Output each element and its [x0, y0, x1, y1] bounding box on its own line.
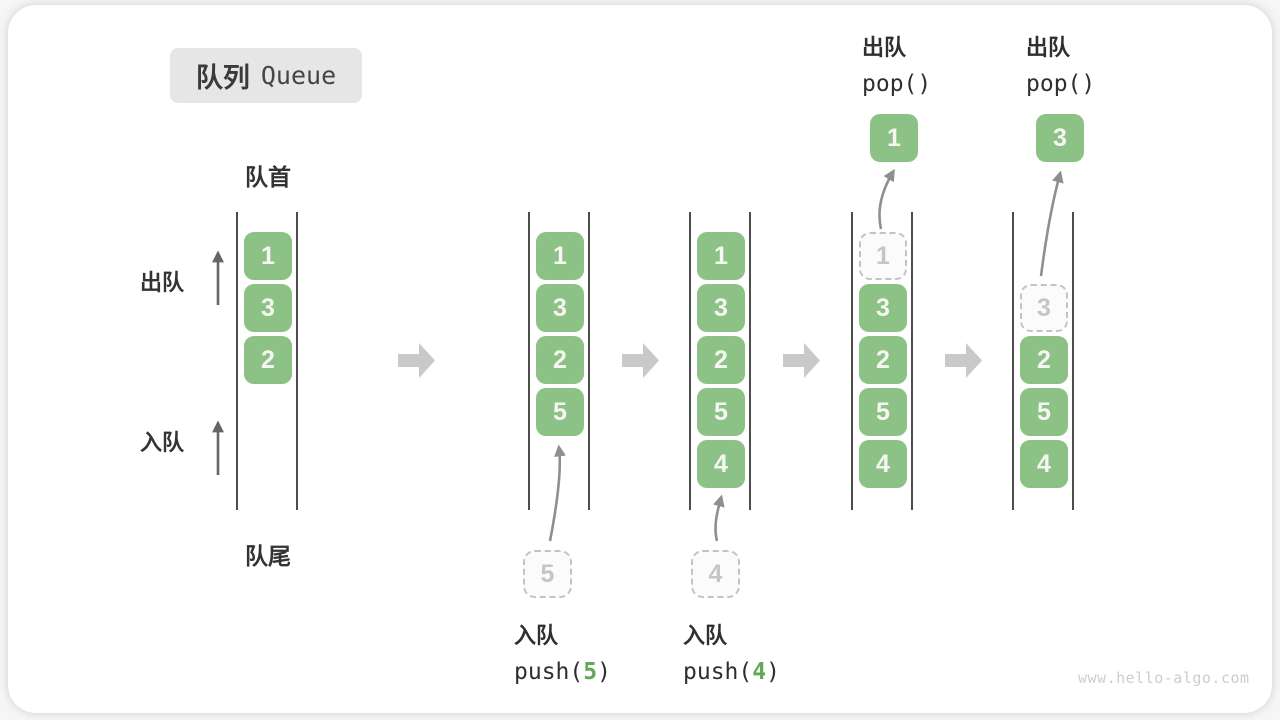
queue-cell: 2 [536, 336, 584, 384]
title-en: Queue [260, 61, 337, 90]
op-push5-code: push(5) [514, 654, 611, 690]
op-pop2-zh: 出队 [1026, 35, 1071, 60]
state-transition-arrow-2 [622, 343, 659, 378]
queue-container-state-5: 3 2 5 4 [1012, 212, 1074, 510]
op-push5-close: ) [597, 659, 611, 685]
label-queue-rear: 队尾 [245, 543, 291, 569]
queue-cell: 1 [697, 232, 745, 280]
queue-cell: 4 [859, 440, 907, 488]
queue-cell: 5 [1020, 388, 1068, 436]
op-push4-close: ) [766, 659, 780, 685]
queue-cell: 3 [536, 284, 584, 332]
queue-cell: 5 [859, 388, 907, 436]
label-dequeue-side: 出队 [140, 270, 185, 295]
title-zh: 队列 [195, 63, 250, 93]
queue-container-state-2: 1 3 2 5 [528, 212, 590, 510]
queue-cell: 4 [1020, 440, 1068, 488]
op-push5-arg: 5 [583, 659, 598, 685]
queue-cell: 2 [859, 336, 907, 384]
queue-container-state-1: 1 3 2 [236, 212, 298, 510]
state-transition-arrow-4 [945, 343, 982, 378]
queue-cell: 3 [244, 284, 292, 332]
queue-cell: 1 [536, 232, 584, 280]
label-enqueue-side: 入队 [140, 430, 185, 455]
op-pop2-code: pop() [1026, 71, 1096, 97]
queue-cell: 5 [697, 388, 745, 436]
queue-cell: 5 [536, 388, 584, 436]
op-push5-fn: push( [514, 659, 584, 685]
op-push4-arg: 4 [752, 659, 767, 685]
queue-cell: 3 [697, 284, 745, 332]
op-push4-code: push(4) [683, 654, 780, 690]
op-label-pop1: 出队 pop() [862, 30, 931, 102]
op-pop1-code: pop() [862, 71, 932, 97]
queue-container-state-3: 1 3 2 5 4 [689, 212, 751, 510]
queue-cell: 2 [697, 336, 745, 384]
state-transition-arrow-3 [783, 343, 820, 378]
popped-element: 1 [870, 114, 918, 162]
dequeued-slot-ghost: 1 [859, 232, 907, 280]
title-badge: 队列 Queue [170, 48, 362, 103]
op-label-pop2: 出队 pop() [1026, 30, 1095, 102]
queue-cell: 4 [697, 440, 745, 488]
op-label-push5: 入队 push(5) [514, 618, 611, 690]
op-push4-zh: 入队 [683, 623, 728, 648]
state-transition-arrow-1 [398, 343, 435, 378]
dequeued-slot-ghost: 3 [1020, 284, 1068, 332]
op-label-push4: 入队 push(4) [683, 618, 780, 690]
queue-cell: 3 [859, 284, 907, 332]
op-push5-zh: 入队 [514, 623, 559, 648]
incoming-element-ghost: 4 [691, 550, 740, 598]
queue-cell: 2 [244, 336, 292, 384]
incoming-element-ghost: 5 [523, 550, 572, 598]
op-push4-fn: push( [683, 659, 753, 685]
label-queue-front: 队首 [245, 164, 291, 190]
queue-cell: 1 [244, 232, 292, 280]
popped-element: 3 [1036, 114, 1084, 162]
op-pop1-zh: 出队 [862, 35, 907, 60]
watermark: www.hello-algo.com [1078, 669, 1250, 687]
queue-container-state-4: 1 3 2 5 4 [851, 212, 913, 510]
queue-cell: 2 [1020, 336, 1068, 384]
